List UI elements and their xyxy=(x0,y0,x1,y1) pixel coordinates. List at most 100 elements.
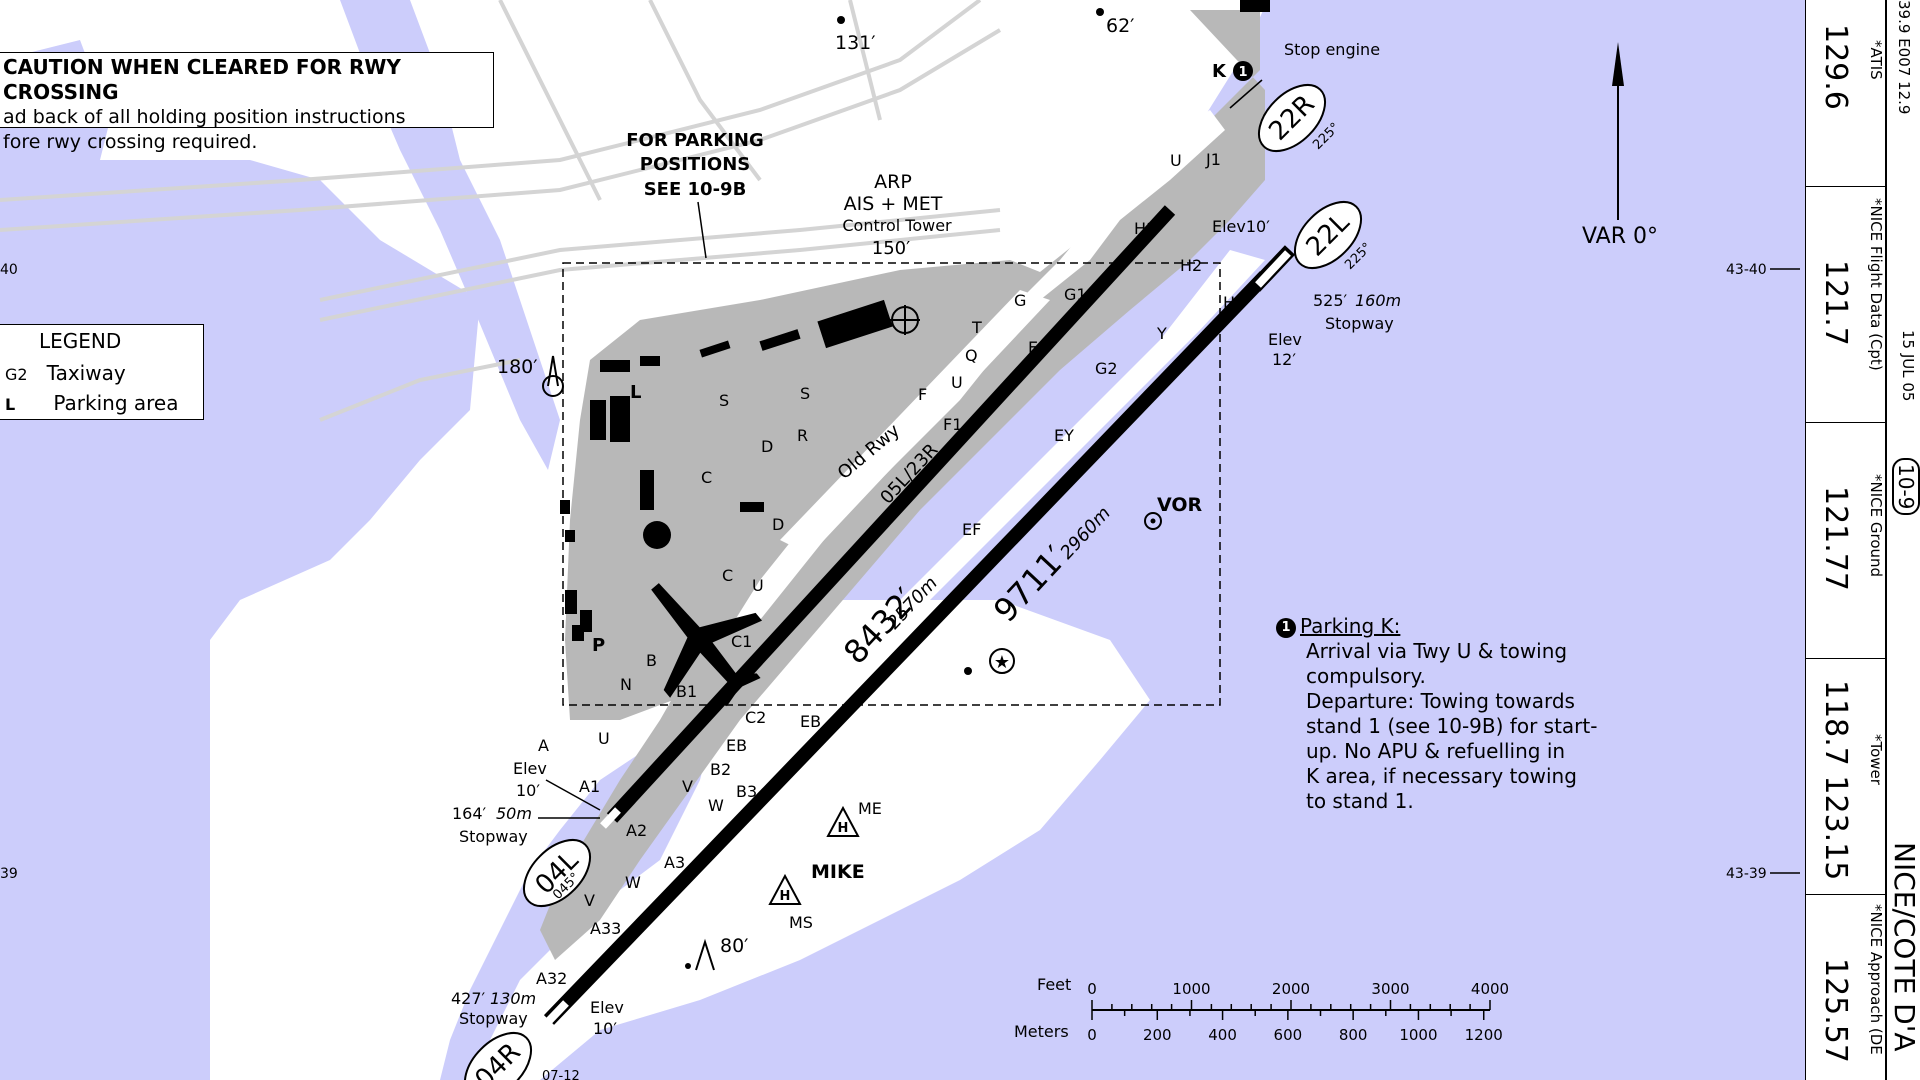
taxiway-label: J1 xyxy=(1205,150,1221,169)
header-chart-no: 10-9 xyxy=(1892,458,1920,516)
freq-tower-name: *Tower xyxy=(1867,734,1885,785)
note-line: K area, if necessary towing xyxy=(1306,764,1577,788)
terminal-buildings xyxy=(560,0,1270,641)
note-line: Arrival via Twy U & towing xyxy=(1306,639,1568,663)
freq-flight-data: 121.7 *NICE Flight Data (Cpt) xyxy=(1805,186,1885,423)
taxiway-label: P xyxy=(592,635,605,656)
taxiway-label: V xyxy=(584,891,595,910)
header-date: 15 JUL 05 xyxy=(1899,330,1917,402)
note-line: to stand 1. xyxy=(1306,789,1414,813)
note-line: up. No APU & refuelling in xyxy=(1306,739,1566,763)
caution-line1: ad back of all holding position instruct… xyxy=(3,106,406,128)
header-title: NICE/COTE D'A xyxy=(1888,842,1920,1052)
elev10-bottom-label-1: Elev xyxy=(590,998,624,1017)
taxiway-label: EG xyxy=(1028,338,1051,357)
note-line: Departure: Towing towards xyxy=(1306,689,1575,713)
k-area-label: K xyxy=(1212,61,1227,82)
taxiway-label: A32 xyxy=(536,969,567,988)
taxiway-label: W xyxy=(625,873,641,892)
vor-icon xyxy=(1144,512,1162,530)
ais-met-label: AIS + MET xyxy=(844,193,943,215)
taxiway-label: B xyxy=(646,651,657,670)
note-line: stand 1 (see 10-9B) for start- xyxy=(1306,714,1598,738)
scale-feet-value: 4000 xyxy=(1471,980,1509,998)
parking-inset-box xyxy=(562,262,1221,706)
for-parking-line2: POSITIONS xyxy=(640,154,750,175)
freq-approach-name: *NICE Approach (DE xyxy=(1867,904,1885,1055)
terminal-apron xyxy=(565,260,1060,720)
freq-ground-value: 121.77 xyxy=(1818,486,1853,591)
taxiway-label: S xyxy=(719,391,729,410)
scale-meters-label: Meters xyxy=(1014,1022,1069,1041)
spot-height-131 xyxy=(837,16,845,24)
taxiway-label: A33 xyxy=(590,919,621,938)
freq-approach: 125.57 *NICE Approach (DE xyxy=(1805,894,1885,1080)
taxiway-label: H3 xyxy=(1223,293,1245,312)
taxiway-label: EY xyxy=(1054,426,1074,445)
taxiway-label: T xyxy=(971,318,982,337)
elev12-label-1: Elev xyxy=(1268,330,1302,349)
header-coord: 39.9 E007 12.9 xyxy=(1895,0,1913,115)
stopway-164-label: Stopway xyxy=(459,827,528,846)
beacon-icon: ★ xyxy=(989,648,1015,674)
taxiway-label: R xyxy=(797,426,808,445)
spot-height-131-label: 131′ xyxy=(835,32,876,54)
taxiway-label: A2 xyxy=(626,821,647,840)
antenna-icon xyxy=(542,355,564,397)
taxiway-label: H2 xyxy=(1180,256,1202,275)
stop-engine-label: Stop engine xyxy=(1284,40,1380,59)
taxiway-label: C xyxy=(701,468,712,487)
taxiway-label: EF xyxy=(962,520,981,539)
caution-box: CAUTION WHEN CLEARED FOR RWY CROSSING ad… xyxy=(0,52,494,153)
svg-text:★: ★ xyxy=(994,652,1010,673)
runway-04r-22l-left xyxy=(606,205,1176,823)
heliport-ms-label: MS xyxy=(789,913,813,932)
freq-atis: 129.6 *ATIS xyxy=(1805,0,1885,187)
taxiway-label: F1 xyxy=(943,415,962,434)
control-tower-label: Control Tower xyxy=(842,216,952,235)
caution-title: CAUTION WHEN CLEARED FOR RWY CROSSING xyxy=(3,55,401,104)
taxiway-label: C xyxy=(722,566,733,585)
stopway-164-ft: 164′ xyxy=(452,804,487,823)
svg-text:H: H xyxy=(838,821,849,836)
freq-tower-value: 118.7 123.15 xyxy=(1818,680,1853,881)
scale-feet-value: 2000 xyxy=(1272,980,1310,998)
antenna-elev-label: 180′ xyxy=(497,356,538,378)
freq-ground-name: *NICE Ground xyxy=(1867,474,1885,578)
runways xyxy=(542,205,1296,1028)
scale-meter-value: 1200 xyxy=(1465,1026,1503,1044)
k-marker-number: 1 xyxy=(1238,65,1247,80)
old-runway xyxy=(780,290,1050,555)
mike-label: MIKE xyxy=(811,861,865,883)
scale-meter-value: 0 xyxy=(1087,1026,1097,1044)
taxiway-label: W xyxy=(708,796,724,815)
north-arrow-icon xyxy=(1612,42,1624,220)
stopway-427-m: 130m xyxy=(490,989,536,1008)
arp-label: ARP xyxy=(874,171,912,193)
freq-ground: 121.77 *NICE Ground xyxy=(1805,422,1885,659)
freq-flight-data-value: 121.7 xyxy=(1818,260,1853,346)
taxiway-label: C2 xyxy=(745,708,766,727)
scale-meter-value: 600 xyxy=(1274,1026,1303,1044)
taxiway-label: S xyxy=(800,384,810,403)
freq-flight-data-name: *NICE Flight Data (Cpt) xyxy=(1867,198,1885,371)
caution-line2: fore rwy crossing required. xyxy=(3,131,258,153)
airplane-icon xyxy=(651,583,763,707)
grass-between-rwys xyxy=(670,250,1265,880)
scale-feet-value: 1000 xyxy=(1172,980,1210,998)
scale-meter-value: 1000 xyxy=(1399,1026,1437,1044)
freq-approach-value: 125.57 xyxy=(1818,958,1853,1063)
taxiway-label: U xyxy=(752,576,764,595)
taxiway-label: EB xyxy=(800,712,821,731)
taxiway-label: N xyxy=(620,675,632,694)
land-south xyxy=(470,600,1150,1080)
runway-04l-22r-right xyxy=(543,271,1271,1025)
legend-taxiway-row: G2 Taxiway xyxy=(5,361,126,385)
elev10-left-label-2: 10′ xyxy=(516,781,540,800)
taxiway-label: G xyxy=(1014,291,1026,310)
spot-height-62-label: 62′ xyxy=(1106,15,1135,37)
elev12-label-2: 12′ xyxy=(1272,350,1296,369)
scale-feet-label: Feet xyxy=(1037,975,1071,994)
